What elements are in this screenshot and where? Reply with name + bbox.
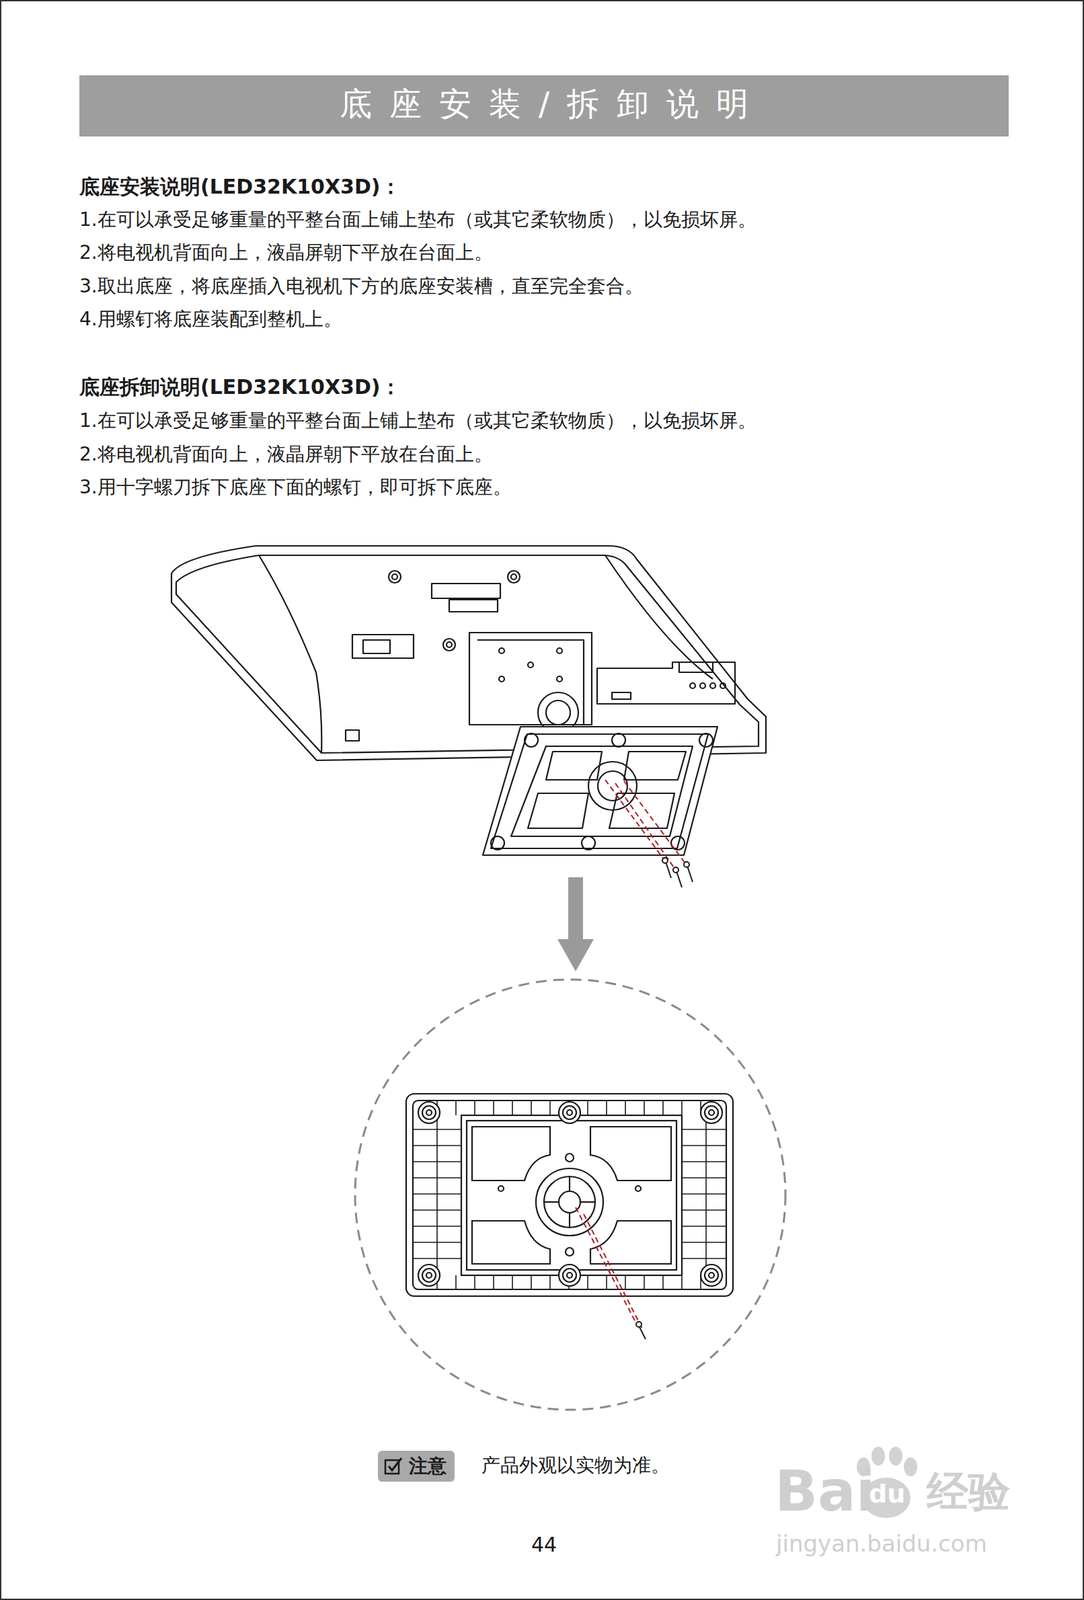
instruction: 3.取出底座，将底座插入电视机下方的底座安装槽，直至完全套合。 — [79, 275, 644, 298]
screw-path-detail — [575, 1207, 643, 1331]
instruction: 3.用十字螺刀拆下底座下面的螺钉，即可拆下底座。 — [79, 476, 512, 499]
note-text: 产品外观以实物为准。 — [481, 1454, 670, 1478]
watermark-url: jingyan.baidu.com — [776, 1530, 988, 1559]
instruction: 1.在可以承受足够重量的平整台面上铺上垫布（或其它柔软物质），以免损坏屏。 — [79, 409, 757, 433]
watermark: 经验 — [926, 1467, 1011, 1518]
title: 底座安装/拆卸说明 — [339, 84, 766, 124]
stand-bottom — [406, 1094, 733, 1297]
screw-detail — [636, 1322, 646, 1340]
screws — [662, 858, 693, 888]
page-number: 44 — [531, 1533, 557, 1558]
check-icon — [383, 1456, 404, 1477]
section-heading: 底座拆卸说明(LED32K10X3D)： — [79, 375, 401, 400]
stand-plate — [482, 726, 718, 856]
watermark: du — [868, 1479, 906, 1511]
note-label: 注意 — [408, 1455, 447, 1479]
screw-path — [605, 780, 688, 872]
note-badge: 注意 — [377, 1451, 455, 1483]
instruction: 2.将电视机背面向上，液晶屏朝下平放在台面上。 — [79, 443, 493, 467]
instruction: 1.在可以承受足够重量的平整台面上铺上垫布（或其它柔软物质），以免损坏屏。 — [79, 208, 757, 232]
down-arrow — [557, 877, 594, 972]
instruction: 4.用螺钉将底座装配到整机上。 — [79, 307, 343, 331]
title-band — [79, 75, 1009, 137]
section-heading: 底座安装说明(LED32K10X3D)： — [79, 174, 401, 200]
watermark: Bai — [774, 1457, 876, 1526]
instruction: 2.将电视机背面向上，液晶屏朝下平放在台面上。 — [79, 241, 493, 265]
zoom-circle — [355, 979, 786, 1411]
